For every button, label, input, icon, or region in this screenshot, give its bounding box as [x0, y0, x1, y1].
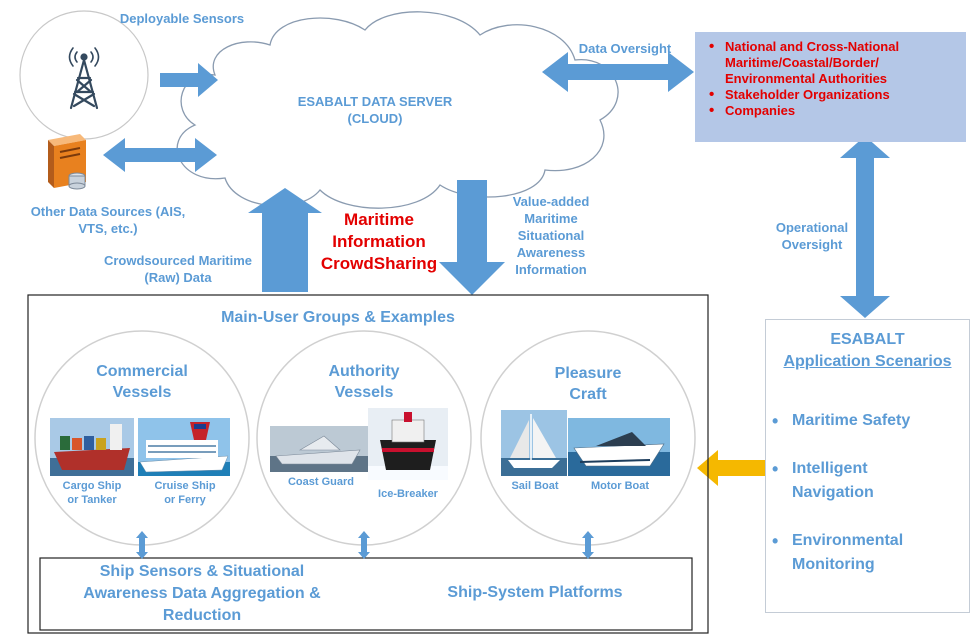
scenarios-title-line1: ESABALT [830, 331, 905, 348]
sensor-to-cloud-arrow [160, 63, 218, 97]
commercial-title-line2: Vessels [112, 384, 172, 401]
crowdsourced-line1: Crowdsourced Maritime [103, 253, 253, 268]
scenarios-title-line2: Application Scenarios [783, 353, 952, 370]
authority-title-line2: Vessels [334, 384, 394, 401]
commercial-title: Commercial Vessels [72, 361, 212, 403]
ship-sensors-line3: Reduction [162, 607, 242, 624]
pleasure-title-line1: Pleasure [554, 365, 622, 382]
value-added-label: Value-added Maritime Situational Awarene… [496, 193, 606, 278]
sail-boat-image [501, 410, 567, 476]
cruise-ship-image [138, 418, 230, 476]
scenario-item: Maritime Safety [766, 409, 969, 433]
value-added-line1: Value-added [512, 194, 590, 209]
sensor-circle [19, 10, 149, 140]
authority-title: Authority Vessels [294, 361, 434, 403]
value-added-line4: Awareness [516, 245, 586, 260]
other-sources-line1: Other Data Sources (AIS, [30, 204, 186, 219]
authority-title-line1: Authority [328, 363, 400, 380]
motor-boat-caption: Motor Boat [590, 480, 650, 492]
ship-sensors-line1: Ship Sensors & Situational [99, 563, 305, 580]
motor-boat-image [568, 418, 670, 476]
cruise-caption-line1: Cruise Ship [154, 480, 216, 492]
cargo-ship-image [50, 418, 134, 476]
scenarios-box: ESABALT Application Scenarios Maritime S… [765, 319, 970, 613]
crowdsharing-line3: CrowdSharing [320, 254, 438, 273]
scenario-feed-arrow [697, 450, 766, 486]
other-sources-cloud-arrow [103, 138, 217, 172]
authority-item: National and Cross-National [709, 39, 966, 55]
scenario-item: Environmental Monitoring [766, 529, 932, 577]
value-added-line5: Information [515, 262, 587, 277]
other-sources-label: Other Data Sources (AIS, VTS, etc.) [8, 203, 208, 237]
value-added-down-arrow [439, 180, 505, 295]
coast-guard-image [270, 426, 368, 472]
other-sources-line2: VTS, etc.) [78, 221, 138, 236]
authority-item-continued: Maritime/Coastal/Border/ [725, 55, 879, 70]
ice-breaker-caption: Ice-Breaker [378, 488, 438, 500]
authorities-box: National and Cross-National Maritime/Coa… [695, 32, 966, 142]
antenna-tower-icon [68, 47, 100, 110]
operational-oversight-arrow [840, 136, 890, 318]
commercial-title-line1: Commercial [96, 363, 188, 380]
cargo-caption: Cargo Ship or Tanker [52, 479, 132, 507]
value-added-line2: Maritime [524, 211, 578, 226]
coast-guard-caption: Coast Guard [287, 476, 354, 488]
main-user-box [27, 294, 709, 634]
authority-item: Stakeholder Organizations [709, 87, 966, 103]
ship-system-platforms-label: Ship-System Platforms [447, 584, 623, 601]
ship-sensors-line2: Awareness Data Aggregation & [83, 585, 321, 602]
commercial-platform-arrow [136, 531, 148, 559]
scenarios-list: Maritime Safety Intelligent Navigation E… [766, 409, 969, 577]
main-box-title: Main-User Groups & Examples [221, 309, 455, 326]
cargo-caption-line1: Cargo Ship [62, 480, 122, 492]
platform-links [136, 531, 594, 559]
operational-oversight-line2: Oversight [781, 237, 843, 252]
crowdsourced-label: Crowdsourced Maritime (Raw) Data [80, 252, 276, 286]
cloud-title-line1: ESABALT DATA SERVER [297, 94, 453, 109]
sensors-label: Deployable Sensors [119, 11, 245, 26]
operational-oversight-line1: Operational [775, 220, 849, 235]
ice-breaker-image [368, 408, 448, 480]
sail-boat-caption: Sail Boat [511, 480, 559, 492]
crowdsharing-line1: Maritime [344, 210, 414, 229]
authorities-list: National and Cross-National Maritime/Coa… [695, 32, 966, 119]
data-oversight-arrow [542, 52, 694, 92]
authority-item: Companies [709, 103, 966, 119]
data-oversight-label: Data Oversight [578, 41, 672, 56]
cloud-title: ESABALT DATA SERVER (CLOUD) [250, 93, 500, 127]
cloud-shape [176, 11, 619, 209]
crowdsharing-line2: Information [332, 232, 426, 251]
scenarios-title: ESABALT Application Scenarios [766, 329, 969, 373]
cloud-title-line2: (CLOUD) [347, 111, 403, 126]
cruise-caption-line2: or Ferry [164, 494, 206, 506]
pleasure-platform-arrow [582, 531, 594, 559]
ship-sensors-label: Ship Sensors & Situational Awareness Dat… [52, 561, 352, 627]
authority-platform-arrow [358, 531, 370, 559]
server-database-icon [48, 134, 86, 190]
cruise-caption: Cruise Ship or Ferry [140, 479, 230, 507]
value-added-line3: Situational [517, 228, 585, 243]
pleasure-title: Pleasure Craft [518, 363, 658, 405]
scenario-item: Intelligent Navigation [766, 457, 912, 505]
platform-box [39, 557, 693, 631]
authority-item-continued: Environmental Authorities [725, 71, 888, 86]
operational-oversight-label: Operational Oversight [752, 219, 872, 253]
cargo-caption-line2: or Tanker [67, 494, 117, 506]
crowdsharing-label: Maritime Information CrowdSharing [304, 209, 454, 275]
crowdsourced-up-arrow [248, 188, 322, 292]
crowdsourced-line2: (Raw) Data [144, 270, 212, 285]
pleasure-title-line2: Craft [569, 386, 607, 403]
